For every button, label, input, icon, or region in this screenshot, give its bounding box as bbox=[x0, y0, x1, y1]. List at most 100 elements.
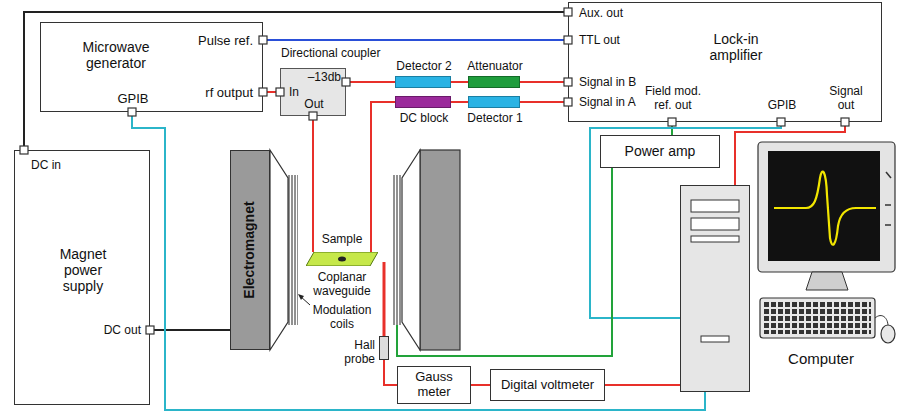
part-label: Modulation coils bbox=[305, 304, 379, 332]
monitor-stand bbox=[806, 272, 848, 290]
cable bbox=[384, 360, 397, 385]
cable bbox=[24, 12, 568, 150]
meter-box: Gauss meter bbox=[397, 366, 471, 404]
hall-probe-stick bbox=[383, 262, 386, 336]
node-text: Pulse ref. bbox=[153, 34, 253, 49]
coplanar-waveguide: SampleCoplanar waveguide bbox=[306, 252, 378, 266]
detector-box: Detector 2 bbox=[395, 76, 451, 88]
cable bbox=[520, 81, 568, 83]
node-text: Signal in B bbox=[579, 76, 649, 90]
port-connector bbox=[259, 88, 267, 96]
keyboard bbox=[760, 298, 875, 338]
monitor-button bbox=[885, 204, 891, 206]
node-text: Out bbox=[299, 98, 329, 112]
node-text: DC in bbox=[31, 159, 91, 173]
instrument-box: Magnet power supply DC in DC out bbox=[14, 150, 150, 405]
modulation-coil bbox=[288, 175, 298, 325]
node-text: Detector 1 bbox=[455, 112, 535, 126]
node-text: DC out bbox=[81, 324, 141, 338]
node-text: Microwave generator bbox=[61, 39, 171, 71]
mouse bbox=[881, 325, 895, 343]
attenuator-box: Attenuator bbox=[468, 76, 520, 88]
node-text: Signal in A bbox=[579, 96, 649, 110]
monitor-button bbox=[885, 224, 891, 226]
port-connector bbox=[128, 108, 136, 116]
computer-tower: Computer bbox=[680, 185, 750, 392]
port-connector bbox=[564, 98, 572, 106]
node-text: Computer bbox=[771, 350, 871, 367]
fmr-signal-trace bbox=[774, 171, 876, 244]
cable bbox=[263, 39, 568, 41]
tower-detail bbox=[681, 186, 749, 391]
waveguide-outline bbox=[306, 252, 378, 266]
port-connector bbox=[309, 112, 317, 120]
cable bbox=[371, 102, 395, 252]
modulation-coil bbox=[392, 175, 402, 325]
node-text: Magnet power supply bbox=[48, 246, 118, 294]
node-text: DC block bbox=[384, 112, 464, 126]
port-connector bbox=[342, 78, 350, 86]
monitor-button bbox=[886, 172, 891, 178]
port-connector bbox=[20, 146, 28, 154]
cable bbox=[471, 384, 490, 386]
mouse-cable bbox=[875, 316, 888, 326]
cable bbox=[451, 81, 468, 83]
leader-arrowhead bbox=[298, 294, 304, 300]
coil-drive-wire bbox=[397, 168, 612, 356]
cable bbox=[150, 329, 230, 331]
amplifier-box: Power amp bbox=[600, 135, 720, 168]
monitor-screen bbox=[768, 151, 880, 261]
cable bbox=[520, 101, 568, 103]
monitor bbox=[758, 142, 895, 272]
port-connector bbox=[146, 326, 154, 334]
cable bbox=[605, 384, 680, 386]
node-text: Digital voltmeter bbox=[497, 378, 598, 393]
port-connector bbox=[564, 8, 572, 16]
node-text: Electromagnet bbox=[230, 150, 270, 350]
pole-piece bbox=[402, 150, 420, 350]
node-text: Field mod. ref. out bbox=[643, 85, 703, 113]
cable bbox=[346, 81, 395, 83]
drive-bay bbox=[691, 218, 739, 230]
port-connector bbox=[777, 118, 785, 126]
waveguide-shape bbox=[306, 252, 378, 266]
node-text: Directional coupler bbox=[281, 47, 396, 61]
node-text: Hall probe bbox=[329, 339, 375, 367]
port-connector bbox=[668, 118, 676, 126]
meter-box: Digital voltmeter bbox=[490, 369, 605, 401]
port-connector bbox=[259, 36, 267, 44]
node-text: Lock-in amplifier bbox=[696, 31, 776, 63]
port-connector bbox=[564, 78, 572, 86]
node-text: Power amp bbox=[621, 143, 700, 159]
port-connector bbox=[564, 36, 572, 44]
electromagnet-pole bbox=[420, 150, 460, 350]
pole-piece bbox=[270, 150, 288, 350]
node-text: Aux. out bbox=[579, 7, 659, 21]
coupler-box: Directional couplerIn–13dbOut bbox=[280, 68, 346, 116]
dc-block-box: DC block bbox=[395, 96, 451, 108]
port-connector bbox=[841, 118, 849, 126]
cable bbox=[312, 116, 314, 252]
electromagnet-pole: Electromagnet bbox=[230, 150, 270, 350]
node-text: Sample bbox=[312, 233, 372, 247]
node-text: Coplanar waveguide bbox=[302, 271, 382, 299]
hall-probe: Hall probe bbox=[379, 336, 389, 360]
node-text: GPIB bbox=[108, 92, 158, 107]
node-text: GPIB bbox=[762, 99, 802, 113]
instrument-box: Microwave generatorPulse ref.rf outputGP… bbox=[40, 22, 263, 112]
drive-bay bbox=[691, 200, 739, 212]
drive-bay bbox=[691, 236, 739, 242]
cable bbox=[451, 101, 468, 103]
keyboard-keys bbox=[764, 302, 871, 334]
node-text: Detector 2 bbox=[384, 60, 464, 74]
sample-dot bbox=[338, 257, 346, 262]
node-text: Gauss meter bbox=[398, 370, 470, 400]
detector-box: Detector 1 bbox=[468, 96, 520, 108]
node-text: Attenuator bbox=[455, 60, 535, 74]
port-connector bbox=[276, 88, 284, 96]
drive-bay bbox=[701, 336, 729, 342]
instrument-box: Lock-in amplifierAux. outTTL outSignal i… bbox=[568, 2, 882, 122]
node-text: –13db bbox=[297, 71, 341, 85]
node-text: Signal out bbox=[821, 85, 871, 113]
